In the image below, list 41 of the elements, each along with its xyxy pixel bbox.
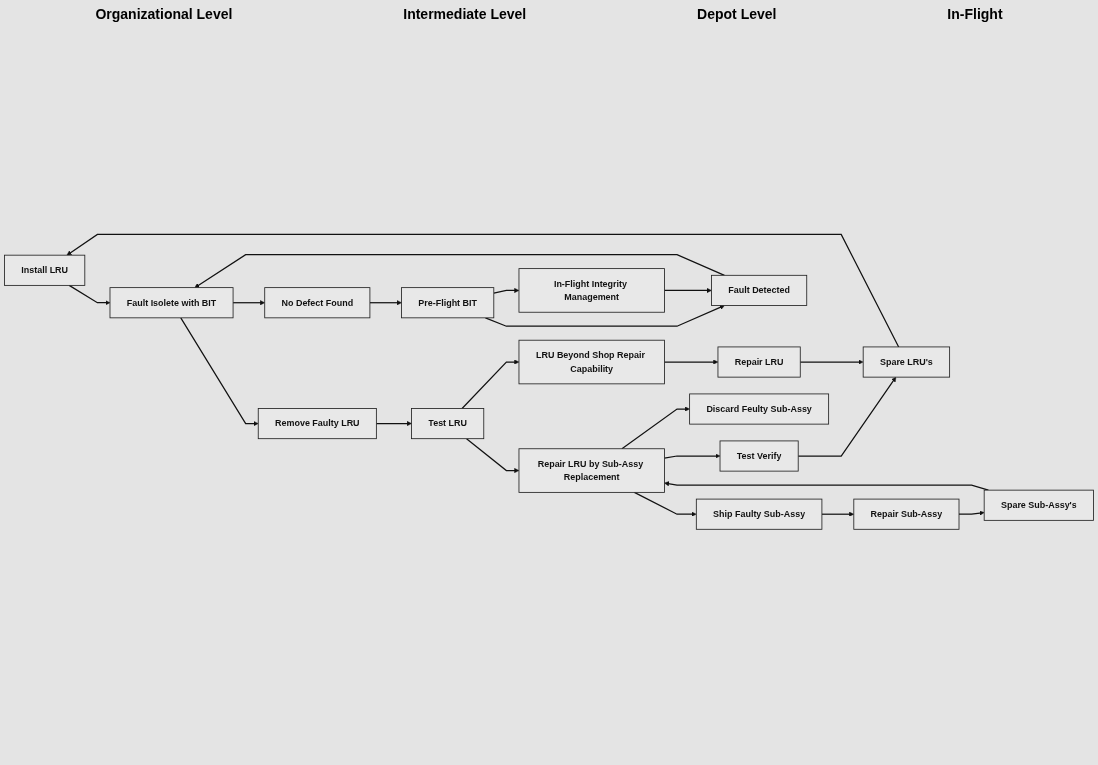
node-box: No Defect Found xyxy=(264,287,371,319)
node-box: Fault Isolete with BIT xyxy=(109,287,234,319)
node-box: In-Flight Integrity Management xyxy=(518,268,665,313)
node-box: Spare LRU's xyxy=(862,346,951,378)
arrow xyxy=(465,438,520,474)
arrow xyxy=(797,377,897,457)
arrow xyxy=(821,511,854,517)
node-box: Repair Sub-Assy xyxy=(853,498,960,530)
arrow xyxy=(663,359,719,365)
arrow xyxy=(66,233,900,348)
node-box: Test LRU xyxy=(411,408,485,440)
node-box: Repair LRU by Sub-Assy Replacement xyxy=(518,448,665,493)
arrow xyxy=(621,406,690,450)
arrow xyxy=(799,359,864,365)
node-box: Ship Faulty Sub-Assy xyxy=(695,498,823,530)
arrow xyxy=(484,305,725,327)
node-box: Discard Feulty Sub-Assy xyxy=(689,393,830,425)
arrow xyxy=(375,421,412,427)
node-box: Repair LRU xyxy=(717,346,801,378)
arrow xyxy=(461,359,520,410)
node-box: Install LRU xyxy=(4,254,86,286)
arrow xyxy=(663,453,721,459)
node-box: Spare Sub-Assy's xyxy=(983,489,1094,521)
arrow xyxy=(493,288,520,294)
arrow xyxy=(194,254,726,288)
arrow xyxy=(68,284,111,306)
level-label: Intermediate Level xyxy=(403,6,527,22)
arrow xyxy=(633,491,697,517)
level-label: Organizational Level xyxy=(95,6,233,22)
node-box: Remove Faulty LRU xyxy=(257,408,377,440)
arrow xyxy=(663,288,712,293)
arrow xyxy=(369,300,402,306)
level-label: In-Flight xyxy=(947,6,1003,22)
level-label: Depot Level xyxy=(697,6,777,22)
arrow xyxy=(180,317,259,427)
node-box: Test Verify xyxy=(719,440,799,472)
arrow xyxy=(232,300,265,306)
arrow xyxy=(958,510,985,516)
node-box: Pre-Flight BIT xyxy=(401,287,495,319)
node-box: LRU Beyond Shop Repair Capability xyxy=(518,339,665,385)
node-box: Fault Detected xyxy=(711,275,808,307)
